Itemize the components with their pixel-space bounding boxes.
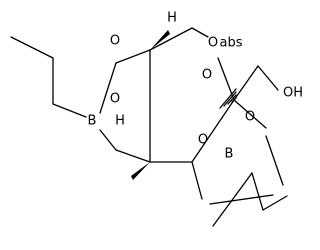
wedge-H-upper	[150, 30, 170, 50]
bond-ethyl-left-1	[10, 36, 54, 59]
bond-C-O-bottom	[191, 161, 203, 200]
bond-C-CH2	[149, 27, 193, 51]
bond-O-left-C	[115, 149, 151, 163]
atom-O-middle-right: O	[245, 110, 255, 125]
atom-OH: OH	[283, 86, 303, 101]
atom-O-right: O	[202, 68, 212, 83]
atom-B-left: B	[88, 114, 97, 129]
atom-O-ring: O	[208, 36, 218, 51]
atom-O-top: O	[110, 34, 120, 49]
wedge-H-lower	[131, 162, 150, 180]
hashed-bond-spiro	[219, 88, 237, 109]
atom-H-upper: H	[167, 11, 177, 26]
bond-C-C-lower	[191, 99, 235, 163]
bond-O-top-C	[115, 49, 151, 64]
bond-B-O-top	[99, 62, 117, 114]
bond-ethyl-right-3	[212, 172, 253, 227]
bond-ethyl-left-3	[52, 103, 87, 118]
bond-O-right-B	[265, 135, 284, 186]
bond-O-bottom-B	[209, 194, 274, 205]
bond-C-O-right	[233, 99, 267, 129]
bond-B-O-left	[99, 129, 117, 151]
bond-CH2-OH	[257, 65, 279, 91]
bond-ethyl-right-1	[262, 195, 288, 211]
atom-O-bottom: O	[198, 133, 208, 148]
atom-abs-label: abs	[220, 36, 243, 51]
bond-C-CH2OH	[233, 65, 259, 101]
atom-H-lower: H	[115, 114, 125, 129]
atom-B-right: B	[225, 147, 234, 162]
bond-CH2-O-ring	[191, 27, 209, 38]
bond-ethyl-right-2	[251, 172, 264, 211]
bond-O-ring-C	[217, 57, 235, 101]
atom-O-left: O	[110, 92, 120, 107]
